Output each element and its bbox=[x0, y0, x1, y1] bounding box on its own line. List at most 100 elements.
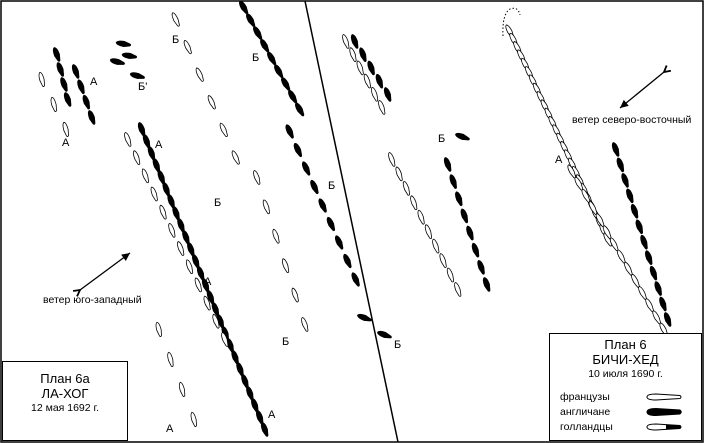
plan-divider bbox=[304, 0, 399, 443]
english-ship bbox=[471, 242, 480, 258]
english-ship bbox=[635, 219, 644, 235]
position-label-a: А bbox=[90, 76, 98, 88]
french-ship bbox=[124, 132, 132, 147]
position-label-b: Б bbox=[438, 133, 446, 145]
french-ship-icon bbox=[646, 392, 682, 401]
french-ship bbox=[132, 150, 141, 165]
french-ship bbox=[183, 39, 192, 55]
ship-hull bbox=[310, 179, 319, 195]
english-ship bbox=[109, 58, 125, 65]
ship-hull bbox=[267, 51, 277, 66]
ship-hull bbox=[626, 188, 634, 204]
ship-hull bbox=[190, 411, 197, 427]
french-ship bbox=[159, 204, 167, 220]
english-ship-icon bbox=[646, 407, 682, 416]
ship-hull bbox=[178, 381, 186, 397]
ship-hull bbox=[281, 258, 290, 273]
ship-hull bbox=[212, 313, 220, 329]
ship-hull bbox=[221, 332, 229, 347]
ship-hull bbox=[432, 238, 440, 254]
ship-hull bbox=[640, 234, 648, 250]
english-ship bbox=[649, 265, 658, 281]
english-ship bbox=[351, 272, 360, 287]
ship-hull bbox=[446, 267, 455, 283]
arrow-fletching bbox=[662, 65, 672, 74]
french-ship bbox=[185, 259, 194, 275]
ship-hull bbox=[291, 287, 299, 303]
english-ship bbox=[621, 172, 629, 188]
ship-hull bbox=[383, 87, 392, 102]
wind-northeast-label: ветер северо-восточный bbox=[572, 114, 692, 126]
position-label-a: А bbox=[62, 137, 70, 149]
ship-hull bbox=[375, 73, 384, 89]
french-ship bbox=[410, 195, 418, 211]
ship-markers bbox=[38, 0, 672, 437]
legend-label: голландцы bbox=[560, 420, 613, 433]
ship-hull bbox=[50, 96, 57, 112]
ship-hull bbox=[301, 317, 309, 332]
ship-hull bbox=[246, 13, 256, 28]
english-ship bbox=[343, 253, 352, 269]
french-ship bbox=[212, 313, 220, 329]
ship-hull bbox=[621, 172, 629, 188]
ship-hull bbox=[616, 157, 625, 173]
french-ship bbox=[446, 267, 455, 283]
ship-hull bbox=[231, 150, 240, 165]
ship-hull bbox=[77, 79, 85, 95]
ship-hull bbox=[124, 132, 132, 147]
ship-hull bbox=[334, 235, 344, 250]
english-ship bbox=[288, 89, 298, 104]
ship-hull bbox=[183, 39, 192, 55]
ship-hull bbox=[60, 77, 68, 92]
ship-hull bbox=[318, 198, 327, 213]
ship-hull bbox=[654, 281, 662, 296]
french-ship bbox=[402, 180, 411, 196]
position-label-b: Б bbox=[394, 339, 402, 351]
english-ship bbox=[274, 64, 284, 79]
ship-hull bbox=[121, 52, 138, 59]
french-ship bbox=[195, 67, 204, 82]
plan-6-caption: План 6 БИЧИ-ХЕД 10 июля 1690 г. французы… bbox=[549, 333, 702, 441]
legend: французы англичане голландцы bbox=[560, 389, 690, 434]
french-ship bbox=[272, 228, 280, 244]
english-ship bbox=[443, 157, 452, 172]
french-ship bbox=[167, 351, 174, 367]
ship-hull bbox=[150, 186, 158, 202]
ship-hull bbox=[649, 265, 658, 281]
ship-hull bbox=[359, 47, 367, 63]
english-ship bbox=[115, 40, 132, 47]
ship-hull bbox=[351, 272, 360, 287]
english-ship bbox=[281, 77, 291, 91]
plan-6a-date: 12 мая 1692 г. bbox=[31, 401, 99, 414]
ship-hull bbox=[454, 282, 462, 297]
english-ship bbox=[611, 142, 620, 157]
english-ship bbox=[640, 234, 648, 250]
ship-hull bbox=[293, 142, 303, 158]
english-ship bbox=[334, 235, 344, 250]
english-ship bbox=[52, 47, 61, 62]
ship-hull bbox=[350, 34, 359, 49]
ship-hull bbox=[260, 422, 269, 437]
ship-hull bbox=[239, 0, 249, 15]
ship-hull bbox=[219, 122, 228, 137]
plan-6-title: План 6 bbox=[604, 337, 647, 352]
ship-hull bbox=[471, 242, 480, 258]
english-ship bbox=[318, 198, 327, 213]
legend-item-english: англичане bbox=[560, 404, 690, 419]
plan-6-date: 10 июля 1690 г. bbox=[588, 367, 663, 380]
ship-hull bbox=[194, 277, 202, 293]
french-ship bbox=[370, 86, 379, 102]
ship-hull bbox=[155, 321, 162, 337]
ship-hull bbox=[663, 312, 672, 327]
english-ship bbox=[375, 73, 384, 89]
ship-hull bbox=[659, 296, 667, 312]
ship-hull bbox=[63, 92, 72, 107]
english-ship bbox=[367, 60, 375, 76]
arrow-head bbox=[620, 99, 629, 108]
english-ship bbox=[626, 188, 634, 204]
english-ship bbox=[377, 330, 392, 339]
ship-hull bbox=[326, 216, 336, 232]
french-ship bbox=[349, 47, 357, 62]
